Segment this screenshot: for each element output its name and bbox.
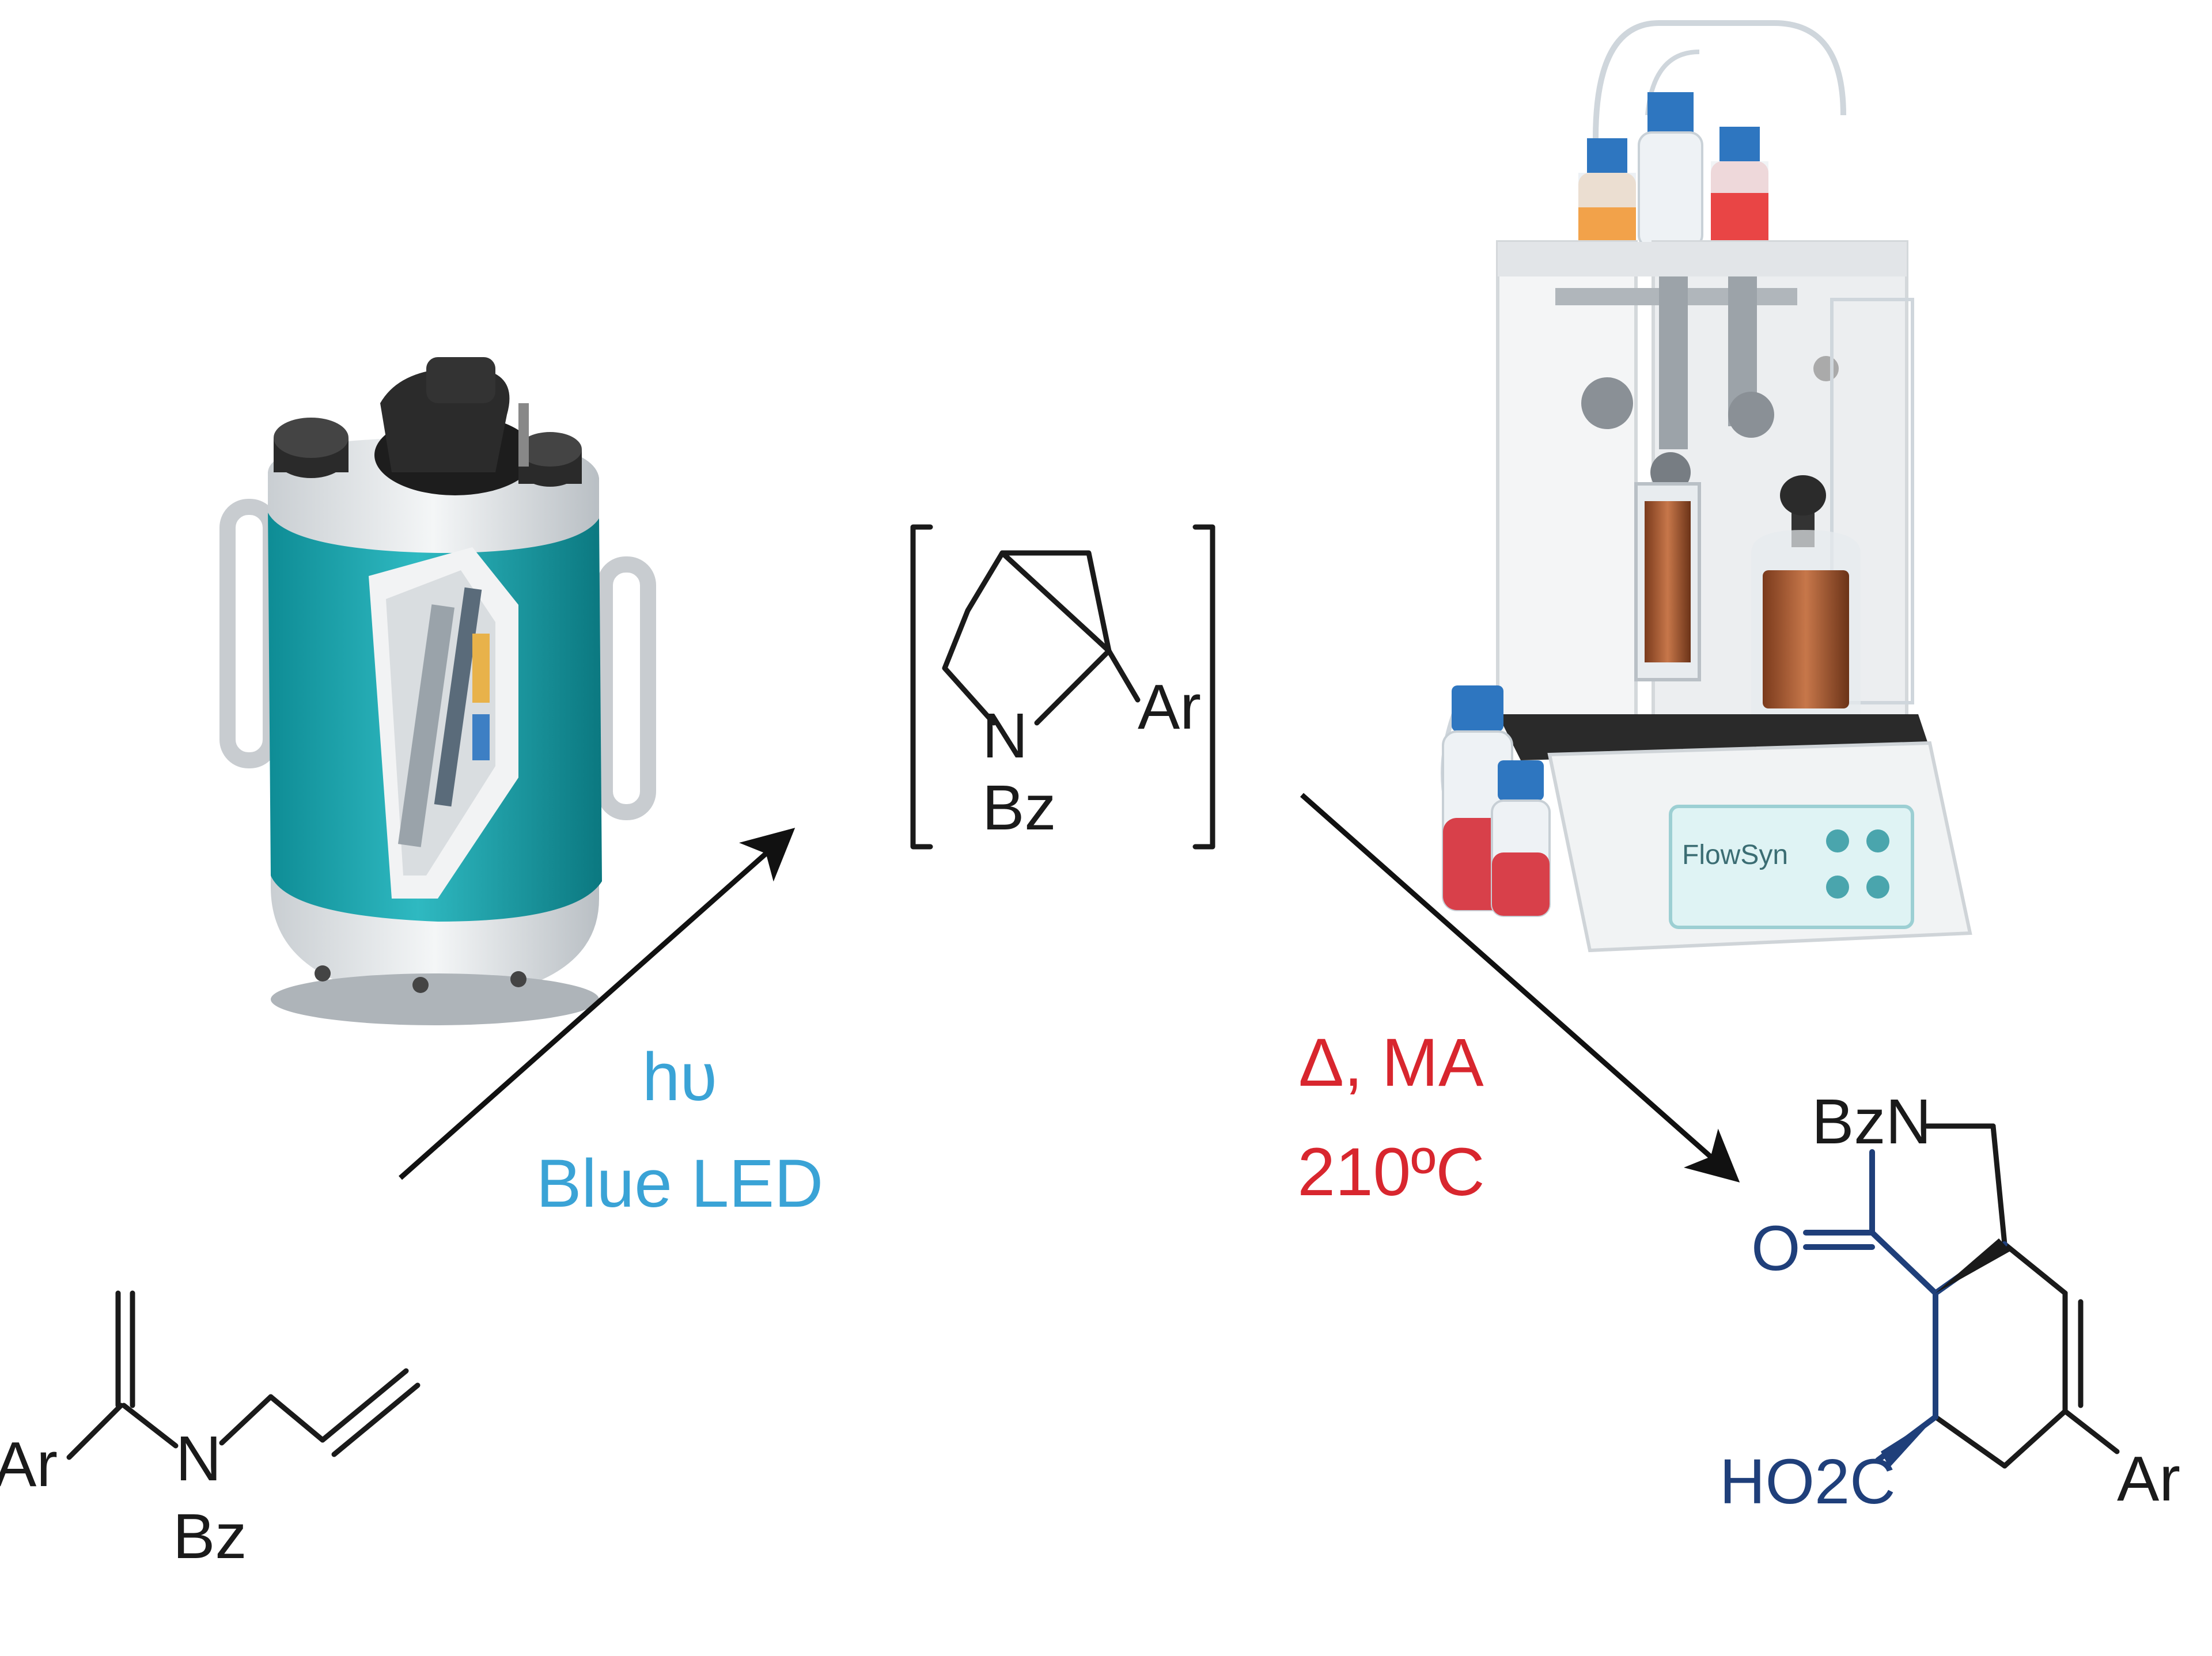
intermediate-ar-label: Ar bbox=[1138, 672, 1201, 742]
step2-line2: 210ºC bbox=[1297, 1134, 1484, 1210]
product-o-label: O bbox=[1751, 1213, 1801, 1284]
step2-line1: Δ, MA bbox=[1298, 1025, 1484, 1101]
starting-material-bz-label: Bz bbox=[173, 1501, 247, 1572]
starting-material-ar-label: Ar bbox=[0, 1429, 58, 1500]
intermediate: N Bz Ar bbox=[910, 524, 1215, 850]
step1-line1: hυ bbox=[642, 1039, 717, 1115]
intermediate-bz-label: Bz bbox=[982, 772, 1056, 843]
arrow-step-1 bbox=[399, 828, 796, 1180]
step1-conditions: hυ Blue LED bbox=[536, 1039, 824, 1222]
product-ar-label: Ar bbox=[2117, 1443, 2180, 1514]
step2-conditions: Δ, MA 210ºC bbox=[1297, 1025, 1484, 1210]
flow-reactor-screen-text: FlowSyn bbox=[1682, 840, 1788, 870]
step1-line2: Blue LED bbox=[536, 1146, 824, 1222]
arrow-step-2 bbox=[1300, 793, 1740, 1183]
product-bzn-label: BzN bbox=[1812, 1086, 1931, 1157]
starting-material-n-label: N bbox=[176, 1423, 221, 1494]
product-ho2c-label: HO2C bbox=[1719, 1446, 1896, 1517]
starting-material: Ar N Bz bbox=[0, 1290, 421, 1572]
flow-reactor-icon: FlowSyn bbox=[1441, 20, 1972, 953]
intermediate-n-label: N bbox=[982, 700, 1028, 771]
photoreactor-icon bbox=[219, 357, 656, 1025]
product: BzN O HO2C Ar bbox=[1719, 1086, 2180, 1517]
